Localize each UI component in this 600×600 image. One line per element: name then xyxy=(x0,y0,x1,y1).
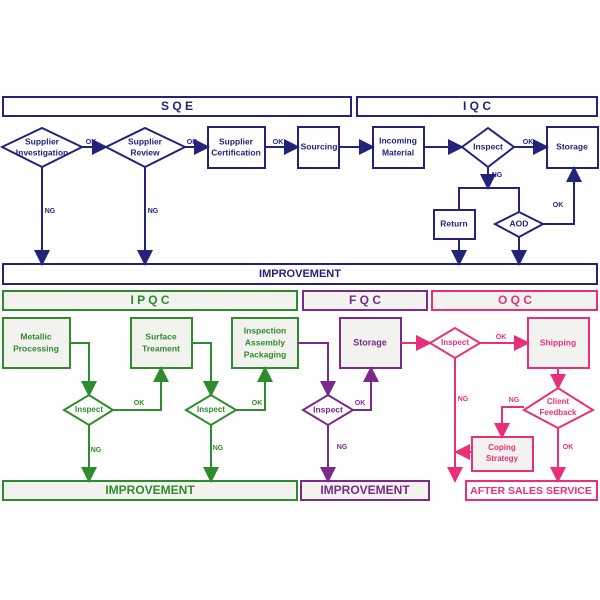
ng-label: NG xyxy=(45,208,56,215)
fqc-storage-label: Storage xyxy=(353,337,387,347)
fqc-improvement-label: IMPROVEMENT xyxy=(320,483,410,497)
metallic-processing-l1: Metallic xyxy=(20,331,51,341)
top-improvement-box xyxy=(2,263,598,285)
supplier-investigation-l2: Investigation xyxy=(16,147,68,157)
client-feedback-l2: Feedback xyxy=(540,408,577,417)
ipqc-header-box xyxy=(2,290,298,311)
ok-label: OK xyxy=(252,400,263,407)
iqc-header: I Q C xyxy=(463,99,491,113)
iap-l1: Inspection xyxy=(244,325,287,335)
incoming-material-box[interactable] xyxy=(372,126,425,169)
surface-treatment-l2: Treament xyxy=(142,343,180,353)
iap-l3: Packaging xyxy=(244,349,287,359)
ng-label: NG xyxy=(213,445,224,452)
supplier-certification-l1: Supplier xyxy=(219,136,254,146)
after-sales-label: AFTER SALES SERVICE xyxy=(470,485,592,497)
coping-strategy-l1: Coping xyxy=(488,443,516,452)
client-feedback-decision[interactable] xyxy=(522,386,596,430)
ok-label: OK xyxy=(134,400,145,407)
ok-label: OK xyxy=(187,139,198,146)
ipqc-improvement-label: IMPROVEMENT xyxy=(105,483,195,497)
coping-strategy-box[interactable] xyxy=(471,436,534,472)
incoming-material-l1: Incoming xyxy=(379,135,417,145)
return-label: Return xyxy=(440,218,467,228)
iqc-storage-label: Storage xyxy=(556,141,588,151)
fqc-header-box xyxy=(302,290,428,311)
ok-label: OK xyxy=(86,139,97,146)
inspection-assembly-packaging-box[interactable] xyxy=(231,317,299,369)
fqc-inspect-label: Inspect xyxy=(313,404,343,414)
ok-label: OK xyxy=(355,400,366,407)
sourcing-label: Sourcing xyxy=(301,141,338,151)
ng-label: NG xyxy=(492,172,503,179)
supplier-review-l1: Supplier xyxy=(128,136,163,146)
sqe-header: S Q E xyxy=(161,99,193,113)
fqc-header: F Q C xyxy=(349,293,381,307)
ng-label: NG xyxy=(458,396,469,403)
ng-label: NG xyxy=(148,208,159,215)
ok-label: OK xyxy=(273,139,284,146)
ng-label: NG xyxy=(91,447,102,454)
oqc-inspect-label: Inspect xyxy=(441,338,469,347)
metallic-processing-l2: Processing xyxy=(13,343,59,353)
iap-l2: Assembly xyxy=(245,337,285,347)
fqc-improvement-box xyxy=(300,480,430,501)
aod-label: AOD xyxy=(510,218,529,228)
iqc-inspect-label: Inspect xyxy=(473,141,503,151)
coping-strategy-l2: Strategy xyxy=(486,454,519,463)
ipqc-inspect-label-2: Inspect xyxy=(197,405,225,414)
metallic-processing-box[interactable] xyxy=(2,317,71,369)
ng-label: NG xyxy=(337,444,348,451)
ok-label: OK xyxy=(523,139,534,146)
ok-label: OK xyxy=(563,444,574,451)
shipping-label: Shipping xyxy=(540,337,576,347)
supplier-review-l2: Review xyxy=(130,147,160,157)
ok-label: OK xyxy=(496,334,507,341)
ipqc-header: I P Q C xyxy=(130,293,169,307)
ipqc-inspect-label-1: Inspect xyxy=(75,405,103,414)
oqc-header-box xyxy=(431,290,598,311)
oqc-header: O Q C xyxy=(498,293,532,307)
return-box[interactable] xyxy=(433,209,476,240)
supplier-investigation-l1: Supplier xyxy=(25,136,60,146)
sqe-header-box xyxy=(2,96,352,117)
sourcing-box[interactable] xyxy=(297,126,340,169)
ng-label: NG xyxy=(509,397,520,404)
ok-label: OK xyxy=(553,202,564,209)
client-feedback-l1: Client xyxy=(547,397,570,406)
shipping-box[interactable] xyxy=(527,317,590,369)
incoming-material-l2: Material xyxy=(382,147,414,157)
top-improvement-label: IMPROVEMENT xyxy=(259,268,341,280)
iqc-header-box xyxy=(356,96,598,117)
ipqc-improvement-box xyxy=(2,480,298,501)
supplier-certification-l2: Certification xyxy=(211,147,261,157)
after-sales-box xyxy=(465,480,598,501)
surface-treatment-l1: Surface xyxy=(145,331,176,341)
